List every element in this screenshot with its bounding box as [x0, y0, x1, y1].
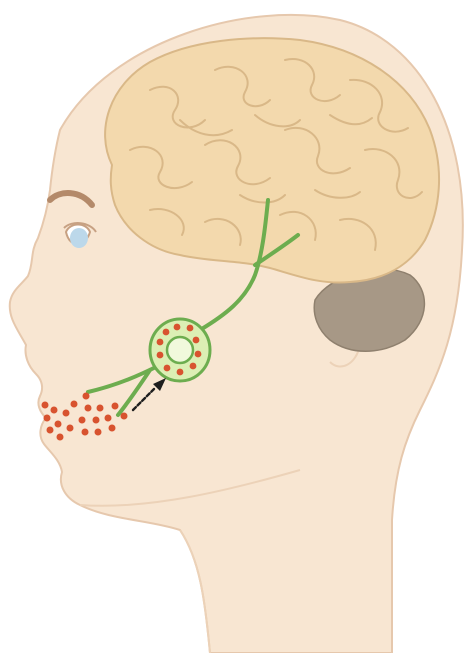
ganglion-icon — [150, 319, 210, 381]
cerebrum — [105, 38, 439, 282]
eye-iris — [70, 228, 88, 248]
